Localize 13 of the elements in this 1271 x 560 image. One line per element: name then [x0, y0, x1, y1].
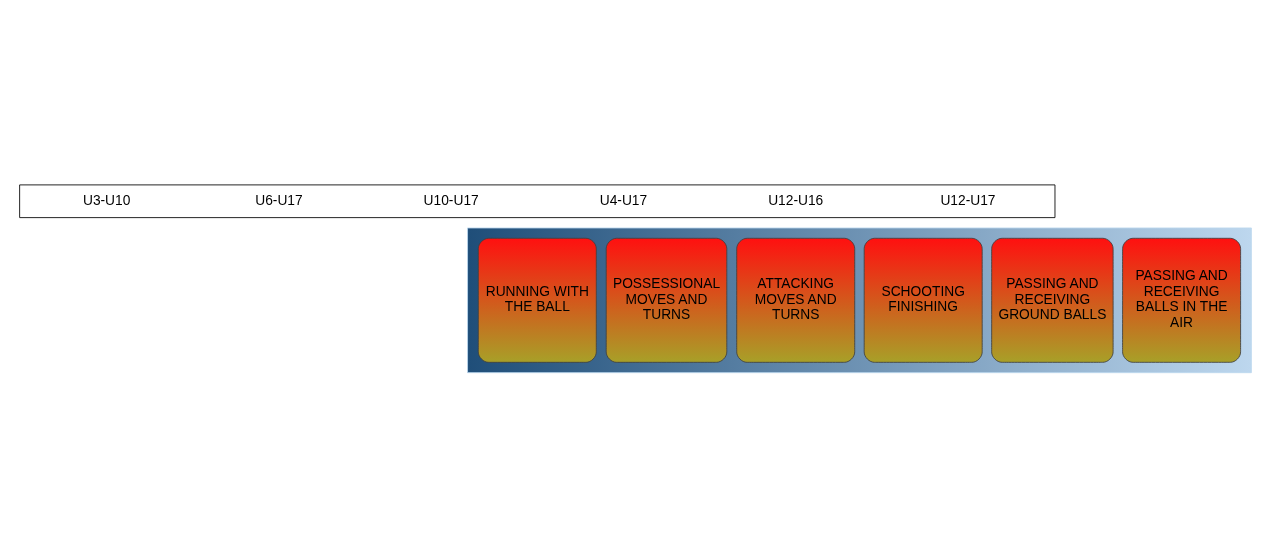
label: U12-U17: [940, 192, 996, 208]
node-box: PASSING AND RECEIVING BALLS IN THE AIR: [1122, 237, 1241, 363]
node-box: RUNNING WITH THE BALL: [477, 237, 597, 363]
cluster: [467, 227, 1252, 373]
node-box: SCHOOTING FINISHING: [863, 237, 983, 363]
label: U12-U16: [768, 192, 824, 208]
label: U3-U10: [82, 192, 131, 208]
label: U6-U17: [255, 192, 303, 208]
label: U10-U17: [423, 192, 479, 208]
node-box: ATTACKING MOVES AND TURNS: [736, 237, 856, 363]
node-box: POSSESSIONAL MOVES AND TURNS: [605, 237, 728, 363]
label: U4-U17: [599, 192, 648, 208]
node-box: PASSING AND RECEIVING GROUND BALLS: [991, 237, 1114, 363]
